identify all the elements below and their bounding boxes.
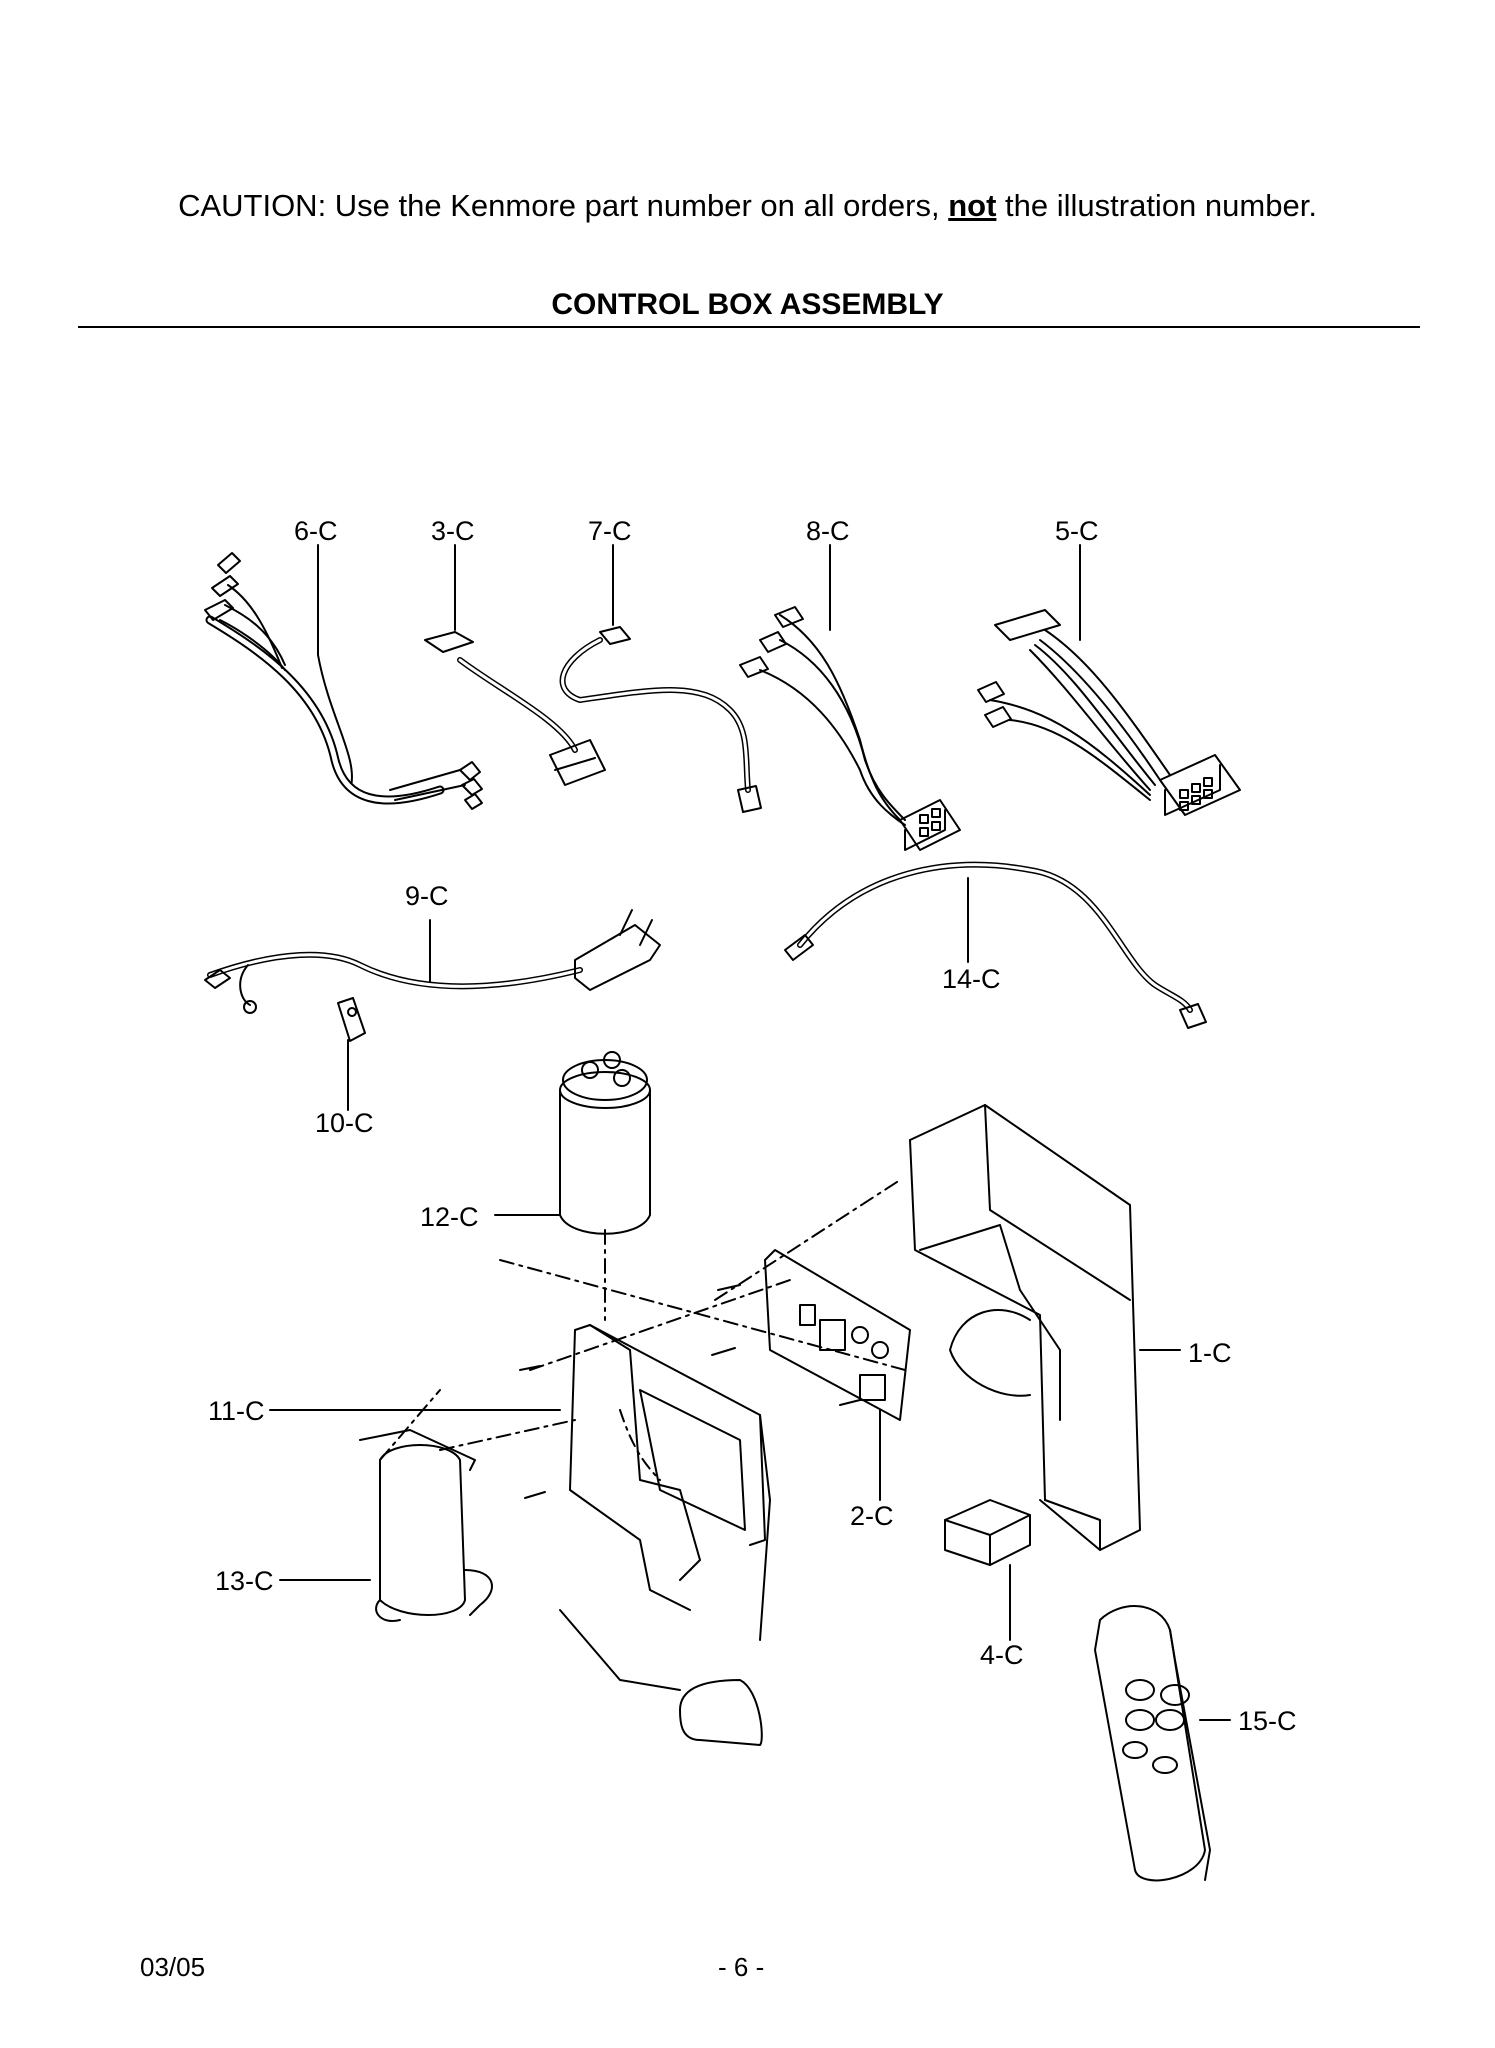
label-11c: 11-C — [208, 1396, 265, 1426]
footer-date: 03/05 — [140, 1952, 206, 1982]
caution-emphasis: not — [948, 188, 997, 223]
section-title: CONTROL BOX ASSEMBLY — [551, 288, 944, 321]
part-7c-wire — [559, 544, 762, 813]
part-5c-harness — [977, 544, 1241, 816]
footer-page-number: - 6 - — [718, 1952, 765, 1982]
title-rule — [78, 326, 1420, 328]
caution-suffix: the illustration number. — [996, 188, 1317, 223]
label-8c: 8-C — [806, 516, 850, 546]
part-10c-clip — [337, 997, 366, 1111]
label-1c: 1-C — [1188, 1338, 1232, 1368]
label-6c: 6-C — [294, 516, 338, 546]
part-2c-pcb — [439, 1179, 911, 1501]
part-14c-sensor — [784, 861, 1207, 1029]
part-11c-cover — [269, 1324, 771, 1746]
caution-note: CAUTION: Use the Kenmore part number on … — [0, 188, 1495, 224]
label-12c: 12-C — [420, 1202, 479, 1232]
label-7c: 7-C — [588, 516, 632, 546]
part-12c-capacitor — [494, 1051, 651, 1235]
label-2c: 2-C — [850, 1501, 894, 1531]
caution-prefix: CAUTION: Use the Kenmore part number on … — [178, 188, 949, 223]
label-15c: 15-C — [1238, 1706, 1297, 1736]
part-labels: 6-C 3-C 7-C 8-C 5-C 9-C 14-C 10-C 12-C 1… — [208, 516, 1297, 1736]
label-3c: 3-C — [431, 516, 475, 546]
part-15c-remote — [1094, 1605, 1231, 1882]
part-6c-harness — [204, 544, 483, 810]
label-13c: 13-C — [215, 1566, 274, 1596]
label-9c: 9-C — [405, 881, 449, 911]
label-4c: 4-C — [980, 1640, 1024, 1670]
part-4c-relay — [944, 1499, 1031, 1641]
part-8c-harness — [739, 544, 961, 851]
label-10c: 10-C — [315, 1108, 374, 1138]
label-14c: 14-C — [942, 964, 1001, 994]
part-1c-box — [909, 1104, 1181, 1551]
part-9c-power-cord — [204, 909, 661, 1014]
part-3c-harness — [424, 544, 606, 786]
part-13c-cap-cover — [279, 1389, 493, 1622]
label-5c: 5-C — [1055, 516, 1099, 546]
